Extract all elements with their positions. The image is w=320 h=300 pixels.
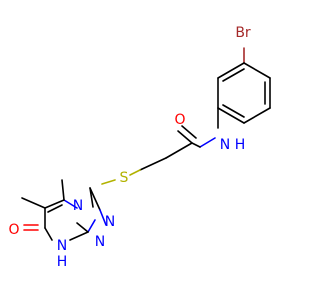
bond-n8-c8a bbox=[69, 231, 89, 241]
ring-nitrogen-label: N bbox=[57, 238, 67, 254]
bond-ring-4-inner bbox=[222, 104, 245, 118]
amide-oxygen-label: O bbox=[174, 112, 185, 128]
bond-ring-1 bbox=[243, 62, 271, 79]
bond-c6-methyl bbox=[21, 197, 46, 209]
bond-n1-c8a bbox=[87, 219, 96, 233]
amide-nitrogen-label: N bbox=[220, 137, 230, 153]
bond-ring-4 bbox=[217, 107, 245, 124]
triazole-nitrogen-1-label: N bbox=[105, 214, 115, 230]
bond-s-c3 bbox=[101, 179, 116, 185]
bond-ch2-s-yellow bbox=[129, 169, 141, 176]
bond-c5-c6-inner bbox=[47, 204, 63, 213]
bond-ch2-s bbox=[139, 157, 167, 171]
bond-c5-c6 bbox=[44, 199, 65, 209]
chemical-structure: Br O N H S N N N N H O bbox=[8, 25, 271, 270]
amide-hydrogen-label: H bbox=[235, 137, 246, 153]
bond-co-ch2 bbox=[165, 142, 193, 159]
bond-n2-n1 bbox=[99, 209, 107, 226]
bond-c7-n8 bbox=[44, 227, 53, 241]
ring-hydrogen-label: H bbox=[57, 254, 68, 270]
atom-labels: Br O N H S N N N N H O bbox=[8, 25, 250, 270]
bromine-label: Br bbox=[235, 25, 251, 41]
bond-c5-methyl bbox=[61, 179, 65, 201]
bonds bbox=[21, 47, 271, 241]
bond-co-o-2 bbox=[181, 125, 197, 139]
bond-n-co-black bbox=[191, 142, 201, 148]
bond-n-co bbox=[199, 137, 216, 148]
bond-c3-n4 bbox=[89, 187, 94, 208]
bond-c8a-n4 bbox=[76, 222, 89, 233]
bond-co-o bbox=[177, 130, 193, 144]
bond-ring-6-inner bbox=[222, 68, 245, 82]
ring-oxygen-label: O bbox=[8, 222, 19, 238]
bond-ring-6 bbox=[217, 62, 245, 79]
bond-c3-n2 bbox=[89, 187, 101, 211]
bond-n4-c5 bbox=[63, 199, 78, 209]
triazole-nitrogen-2-label: N bbox=[95, 234, 105, 250]
bond-ring-3 bbox=[243, 107, 271, 124]
bridgehead-nitrogen-label: N bbox=[73, 198, 83, 214]
sulfur-label: S bbox=[120, 170, 129, 186]
